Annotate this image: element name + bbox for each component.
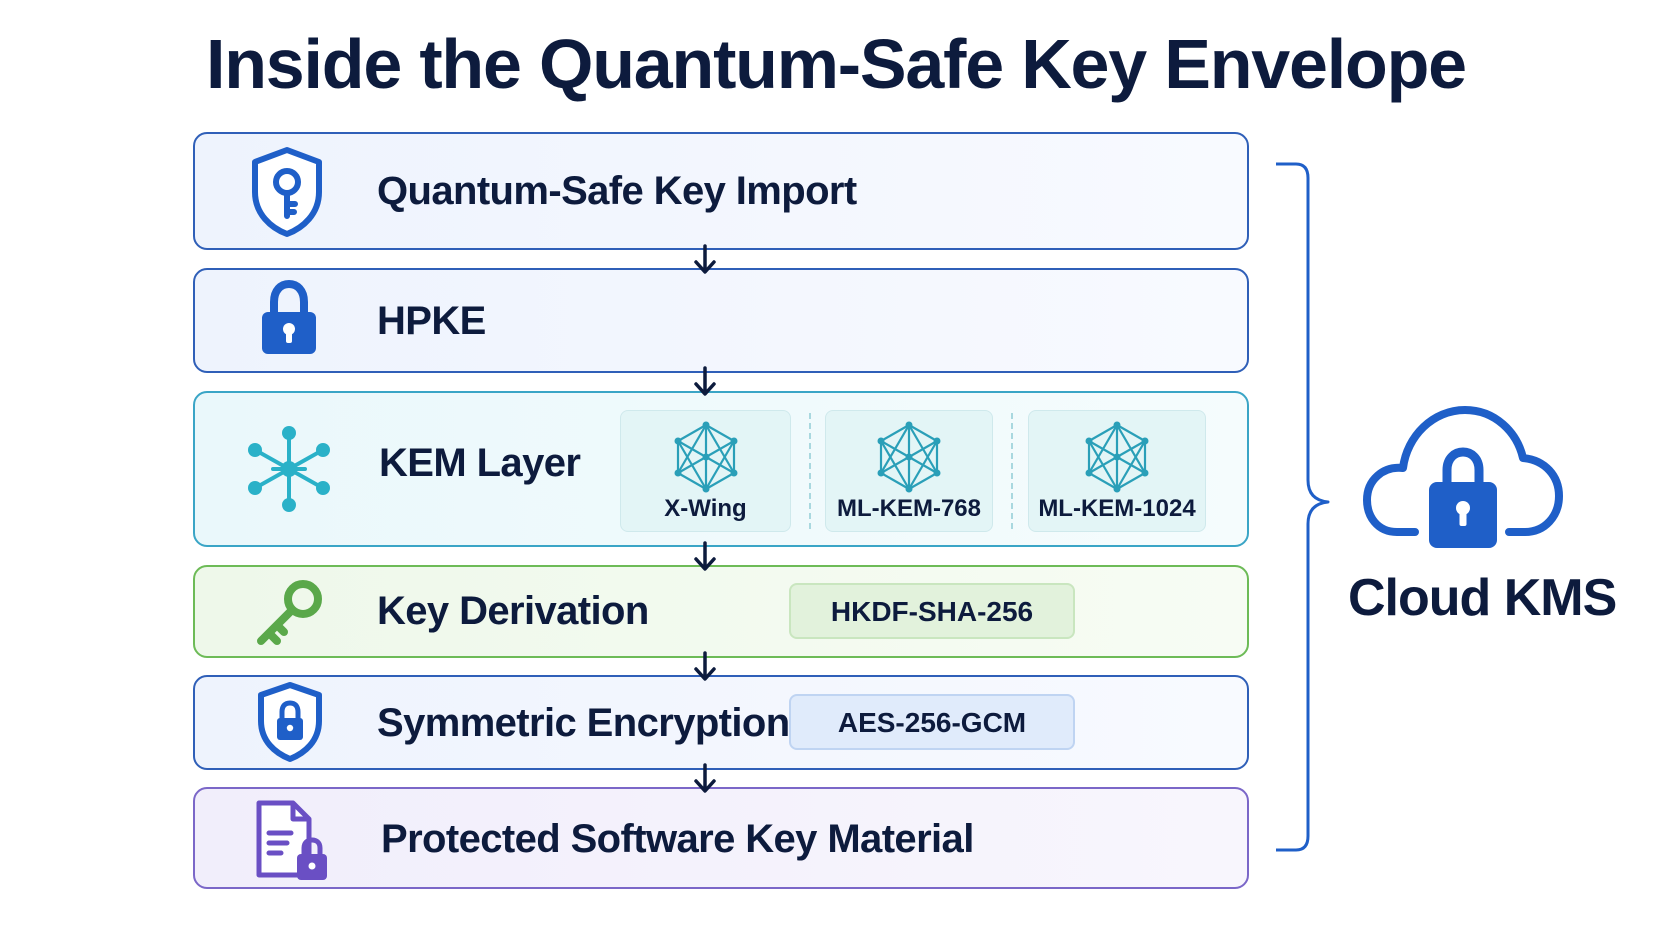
key-icon	[257, 580, 322, 645]
layer-label: Key Derivation	[377, 589, 649, 633]
arrow-down-icon	[694, 541, 716, 571]
layer-label: Symmetric Encryption	[377, 701, 790, 745]
layer-protected-software-key-material: Protected Software Key Material	[193, 787, 1249, 889]
network-node-icon	[248, 426, 330, 512]
kem-option-ml-kem-1024: ML-KEM-1024	[1028, 410, 1206, 532]
layer-symmetric-encryption: Symmetric Encryption AES-256-GCM	[193, 675, 1249, 770]
layer-quantum-safe-key-import: Quantum-Safe Key Import	[193, 132, 1249, 250]
layer-label: HPKE	[377, 299, 486, 343]
cloud-kms-label: Cloud KMS	[1348, 569, 1617, 627]
arrow-down-icon	[694, 244, 716, 274]
shield-lock-icon	[258, 682, 322, 762]
kem-option-x-wing: X-Wing	[620, 410, 791, 532]
document-lock-icon	[256, 800, 327, 880]
group-brace	[1276, 162, 1330, 852]
lattice-icon	[1085, 421, 1149, 493]
layer-label: Protected Software Key Material	[381, 817, 974, 861]
layer-key-derivation: Key Derivation HKDF-SHA-256	[193, 565, 1249, 658]
shield-key-icon	[252, 147, 322, 237]
lattice-icon	[674, 421, 737, 493]
layer-hpke: HPKE	[193, 268, 1249, 373]
kem-option-label: ML-KEM-768	[836, 495, 981, 522]
page-title: Inside the Quantum-Safe Key Envelope	[206, 25, 1467, 103]
kem-option-label: ML-KEM-1024	[1038, 495, 1196, 522]
layer-label: Quantum-Safe Key Import	[377, 169, 857, 213]
kem-option-label: X-Wing	[664, 495, 747, 522]
divider	[809, 413, 811, 529]
algorithm-badge: HKDF-SHA-256	[789, 583, 1075, 639]
cloud-lock-icon	[1363, 406, 1563, 548]
lattice-icon	[877, 421, 941, 493]
padlock-icon	[262, 280, 316, 354]
divider	[1011, 413, 1013, 529]
kem-option-ml-kem-768: ML-KEM-768	[825, 410, 993, 532]
arrow-down-icon	[694, 763, 716, 793]
layer-kem: KEM Layer X-Wing ML-KEM-768	[193, 391, 1249, 547]
arrow-down-icon	[694, 366, 716, 396]
algorithm-badge: AES-256-GCM	[789, 694, 1075, 750]
layer-label: KEM Layer	[379, 441, 581, 485]
arrow-down-icon	[694, 651, 716, 681]
